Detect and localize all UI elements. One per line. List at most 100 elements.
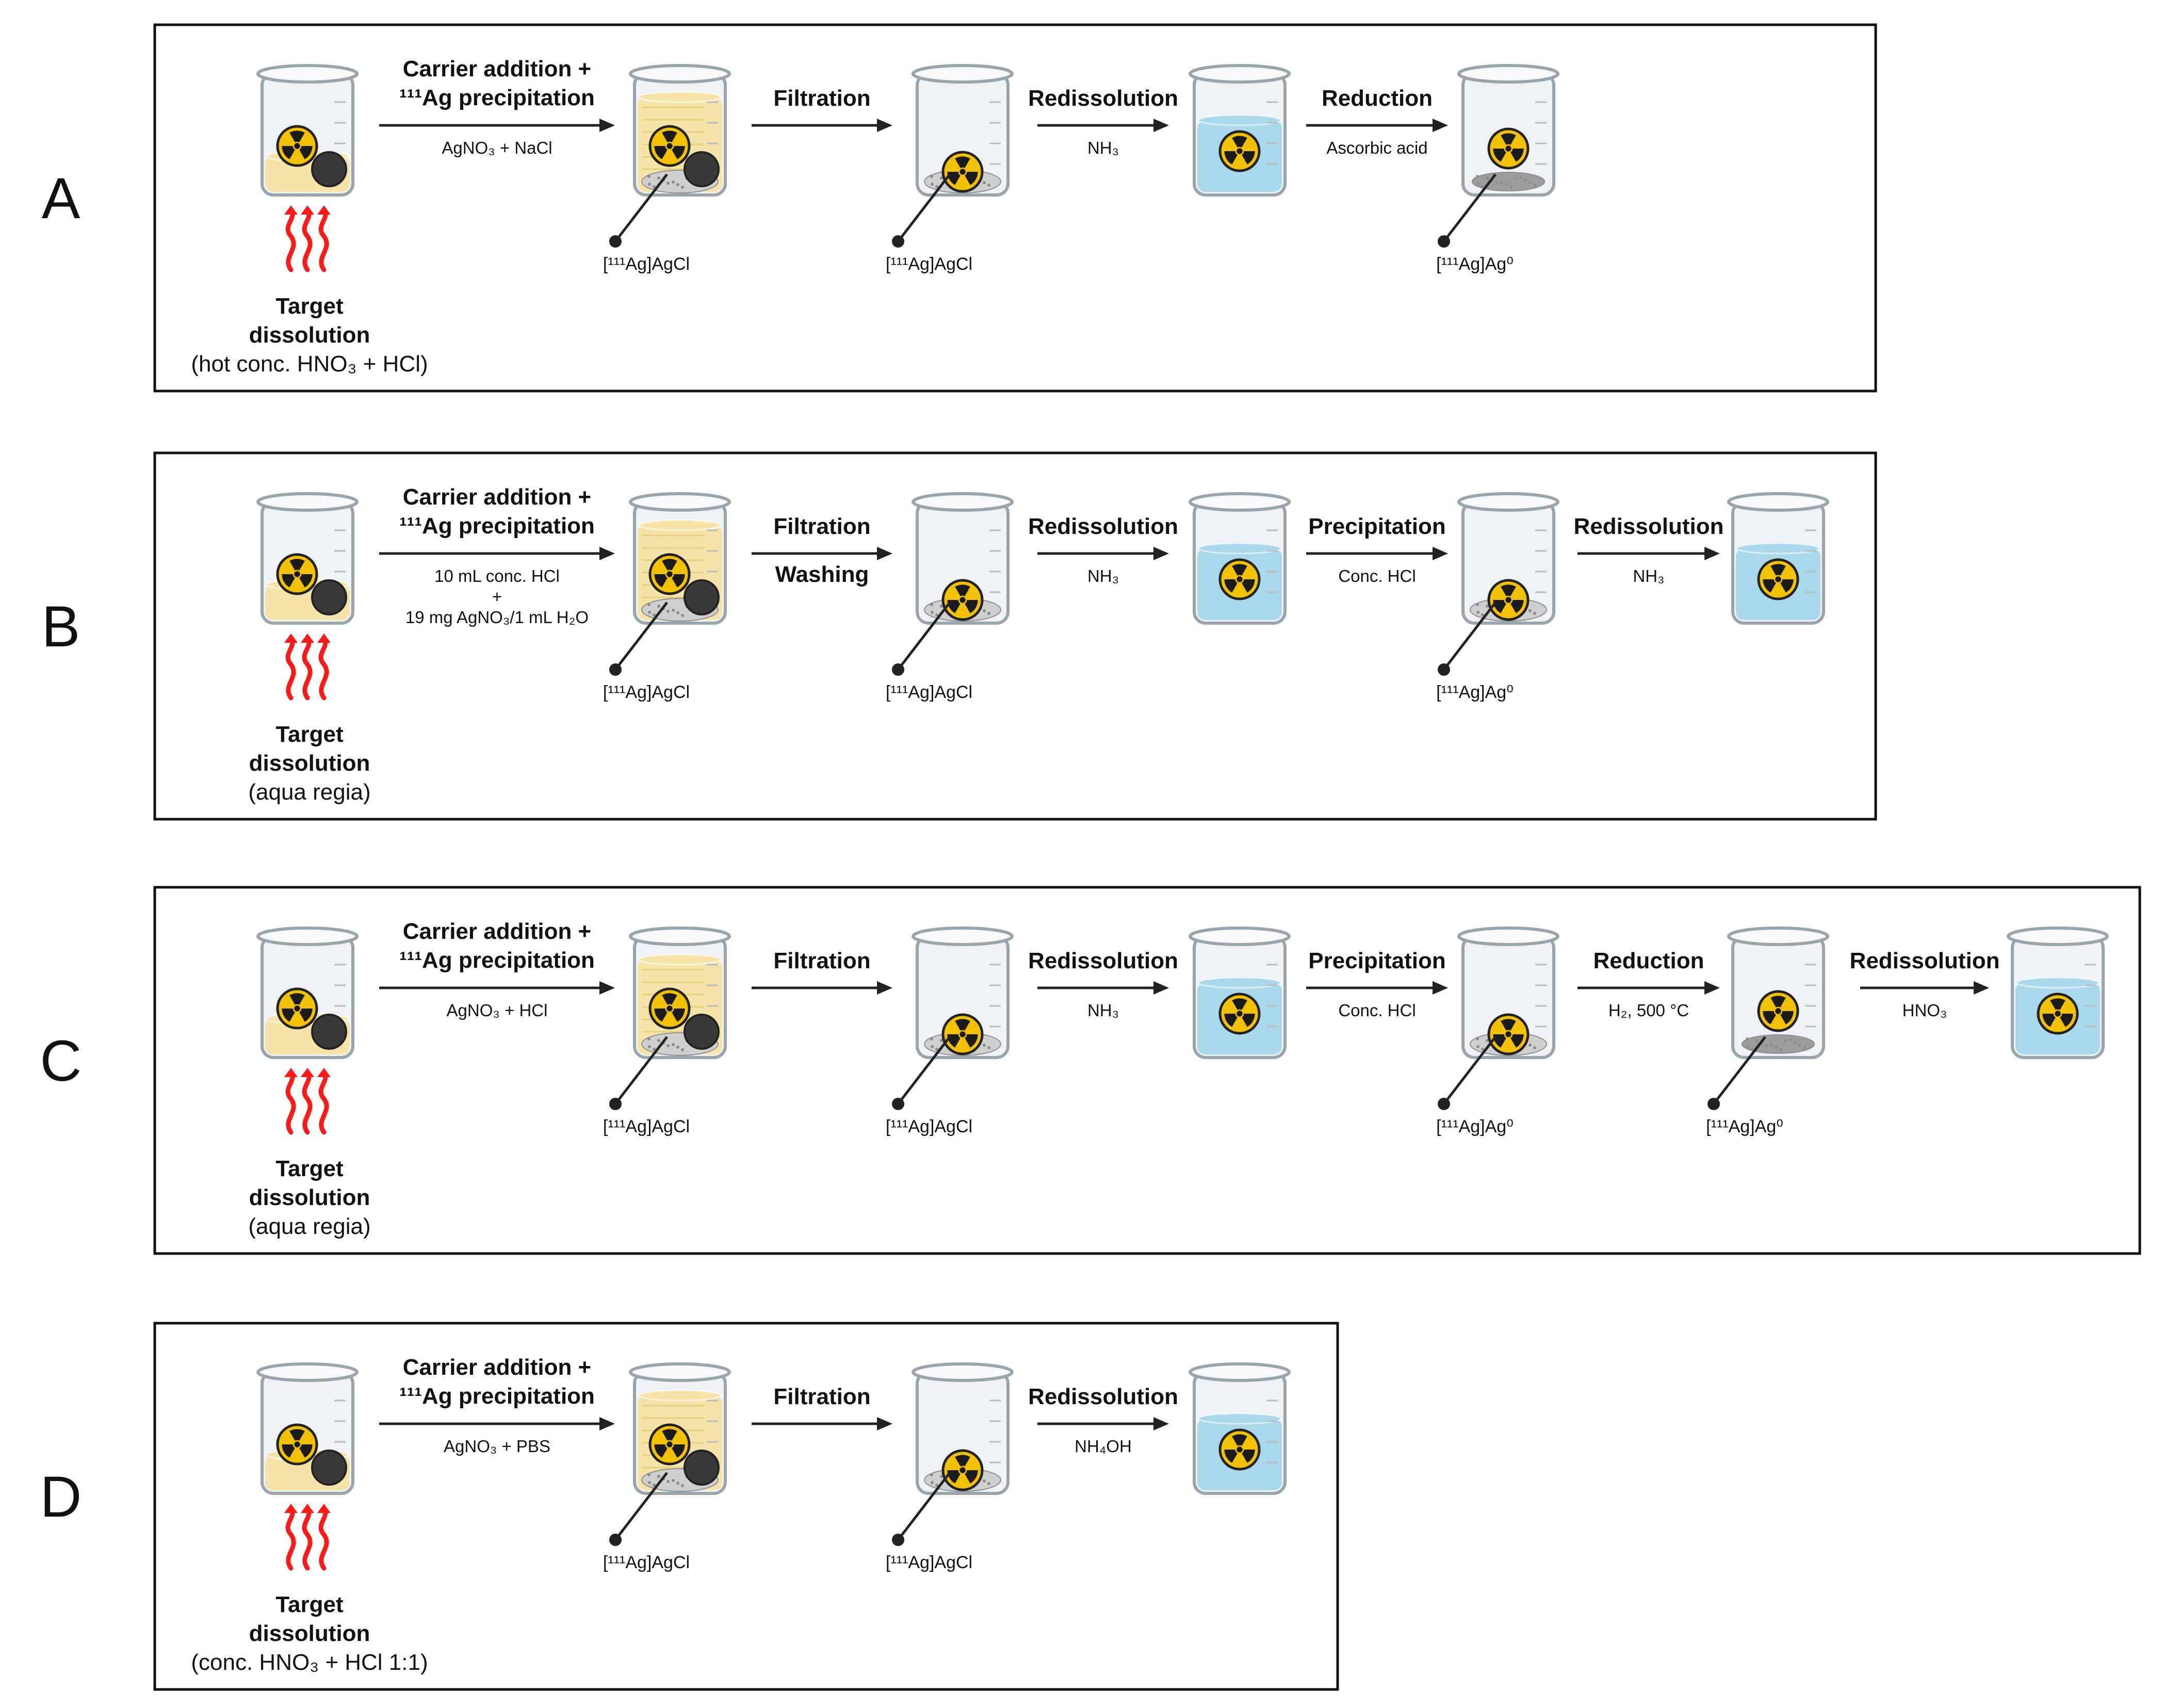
leader-dot (1438, 235, 1450, 248)
dissolution-text: (hot conc. HNO₃ + HCl) (191, 351, 428, 377)
panel-frame (153, 23, 1877, 393)
heat-wave (285, 1070, 296, 1135)
trefoil-blade (965, 1470, 978, 1484)
trefoil-center (959, 169, 966, 175)
beaker-yellow (256, 1362, 359, 1495)
heating-icon (284, 1068, 331, 1135)
heat-arrowhead (284, 1504, 298, 1513)
trefoil-blade (1770, 564, 1786, 576)
sediment-grain (672, 181, 675, 184)
trefoil-blade (955, 1455, 970, 1467)
sediment-grain (1481, 185, 1484, 188)
liquid-surface (1736, 542, 1820, 555)
radiation-trefoil-icon (1224, 136, 1255, 165)
trefoil-center (959, 597, 966, 603)
leader-line (897, 1036, 951, 1105)
target-pellet (684, 1450, 720, 1486)
arrow-head (1974, 981, 1989, 995)
compound-label: [¹¹¹Ag]AgCl (886, 1472, 972, 1572)
beaker-rim (629, 1362, 731, 1382)
reagent-label: NH₃ (1633, 566, 1664, 585)
liquid-surface (1197, 542, 1282, 555)
leader-dot (609, 1534, 622, 1546)
sediment-grain (1770, 1043, 1773, 1046)
trefoil-blade (672, 574, 685, 588)
trefoil-blade (965, 1034, 978, 1048)
sediment-grain (653, 1484, 656, 1487)
sediment-grain (681, 614, 684, 617)
sediment-grain (1514, 177, 1517, 180)
beaker-rim (629, 64, 731, 84)
beaker-blue (1189, 926, 1291, 1059)
sediment-grain (1528, 609, 1532, 612)
compound-name: [¹¹¹Ag]AgCl (603, 1117, 690, 1136)
heat-wave (302, 1070, 313, 1135)
trefoil-blade (1242, 151, 1255, 165)
sediment-grain (940, 1475, 943, 1478)
sediment-grain (987, 1046, 990, 1049)
compound-label: [¹¹¹Ag]AgCl (886, 1036, 972, 1136)
silver-metal-sediment (1472, 172, 1545, 191)
leader-line (614, 173, 668, 242)
trefoil-blade (1242, 1014, 1255, 1027)
dissolution-text: Target (275, 1592, 344, 1617)
sediment-grain (681, 1048, 684, 1051)
trefoil-blade (965, 600, 978, 613)
step-title: ¹¹¹Ag precipitation (399, 948, 595, 973)
beaker-rim (912, 1362, 1014, 1382)
leader-line (897, 1472, 951, 1541)
heat-arrowhead (317, 205, 331, 215)
trefoil-blade (662, 559, 677, 571)
radiation-trefoil-icon (282, 131, 313, 159)
sediment-grain (1495, 182, 1498, 185)
radiation-trefoil-icon (282, 993, 313, 1022)
trefoil-center (1775, 1008, 1781, 1014)
heat-arrowhead (317, 1504, 331, 1513)
sediment-grain (1509, 186, 1513, 189)
sediment-grain (681, 1484, 684, 1487)
trefoil-center (1505, 1031, 1511, 1037)
process-arrow: Carrier addition +¹¹¹Ag precipitationAgN… (379, 919, 615, 1020)
heat-wave (318, 636, 329, 701)
leader-dot (892, 1534, 904, 1546)
leader-line (1713, 1036, 1766, 1105)
heat-arrowhead (317, 633, 331, 643)
trefoil-blade (282, 146, 295, 159)
trefoil-blade (1501, 133, 1516, 145)
beaker-rim (1727, 492, 1829, 512)
beaker-rim (256, 1362, 359, 1382)
target-pellet (684, 579, 720, 615)
leader-line (614, 1036, 668, 1105)
sediment-grain (647, 603, 650, 606)
sediment-grain (666, 610, 670, 613)
reagent-label: + (492, 587, 502, 606)
trefoil-blade (1501, 584, 1516, 596)
beaker-rim (1189, 926, 1291, 946)
leader-dot (609, 235, 622, 248)
sediment-grain (676, 611, 679, 614)
compound-name: [¹¹¹Ag]AgCl (603, 682, 690, 702)
dissolution-text: dissolution (249, 322, 370, 348)
sediment-grain (1779, 1048, 1782, 1051)
liquid-surface (638, 1389, 722, 1402)
compound-name: [¹¹¹Ag]AgCl (886, 1117, 972, 1136)
sediment-grain (666, 1480, 670, 1483)
leader-line (897, 173, 951, 242)
beaker-rim (1727, 926, 1829, 946)
compound-name: [¹¹¹Ag]Ag⁰ (1436, 1117, 1514, 1136)
arrow-head (1153, 1417, 1169, 1430)
sediment-grain (647, 175, 650, 178)
beaker-rim (912, 926, 1014, 946)
step-title: Redissolution (1850, 948, 2000, 973)
process-arrow: Filtration (752, 948, 892, 995)
sediment-grain (648, 611, 651, 614)
sediment-grain (1789, 1038, 1792, 1042)
beaker-yellow-striped (629, 64, 731, 197)
leader-line (614, 601, 668, 671)
step-title: ¹¹¹Ag precipitation (399, 1384, 595, 1409)
reagent-label: 19 mg AgNO₃/1 mL H₂O (405, 608, 589, 627)
arrow-head (877, 547, 892, 560)
